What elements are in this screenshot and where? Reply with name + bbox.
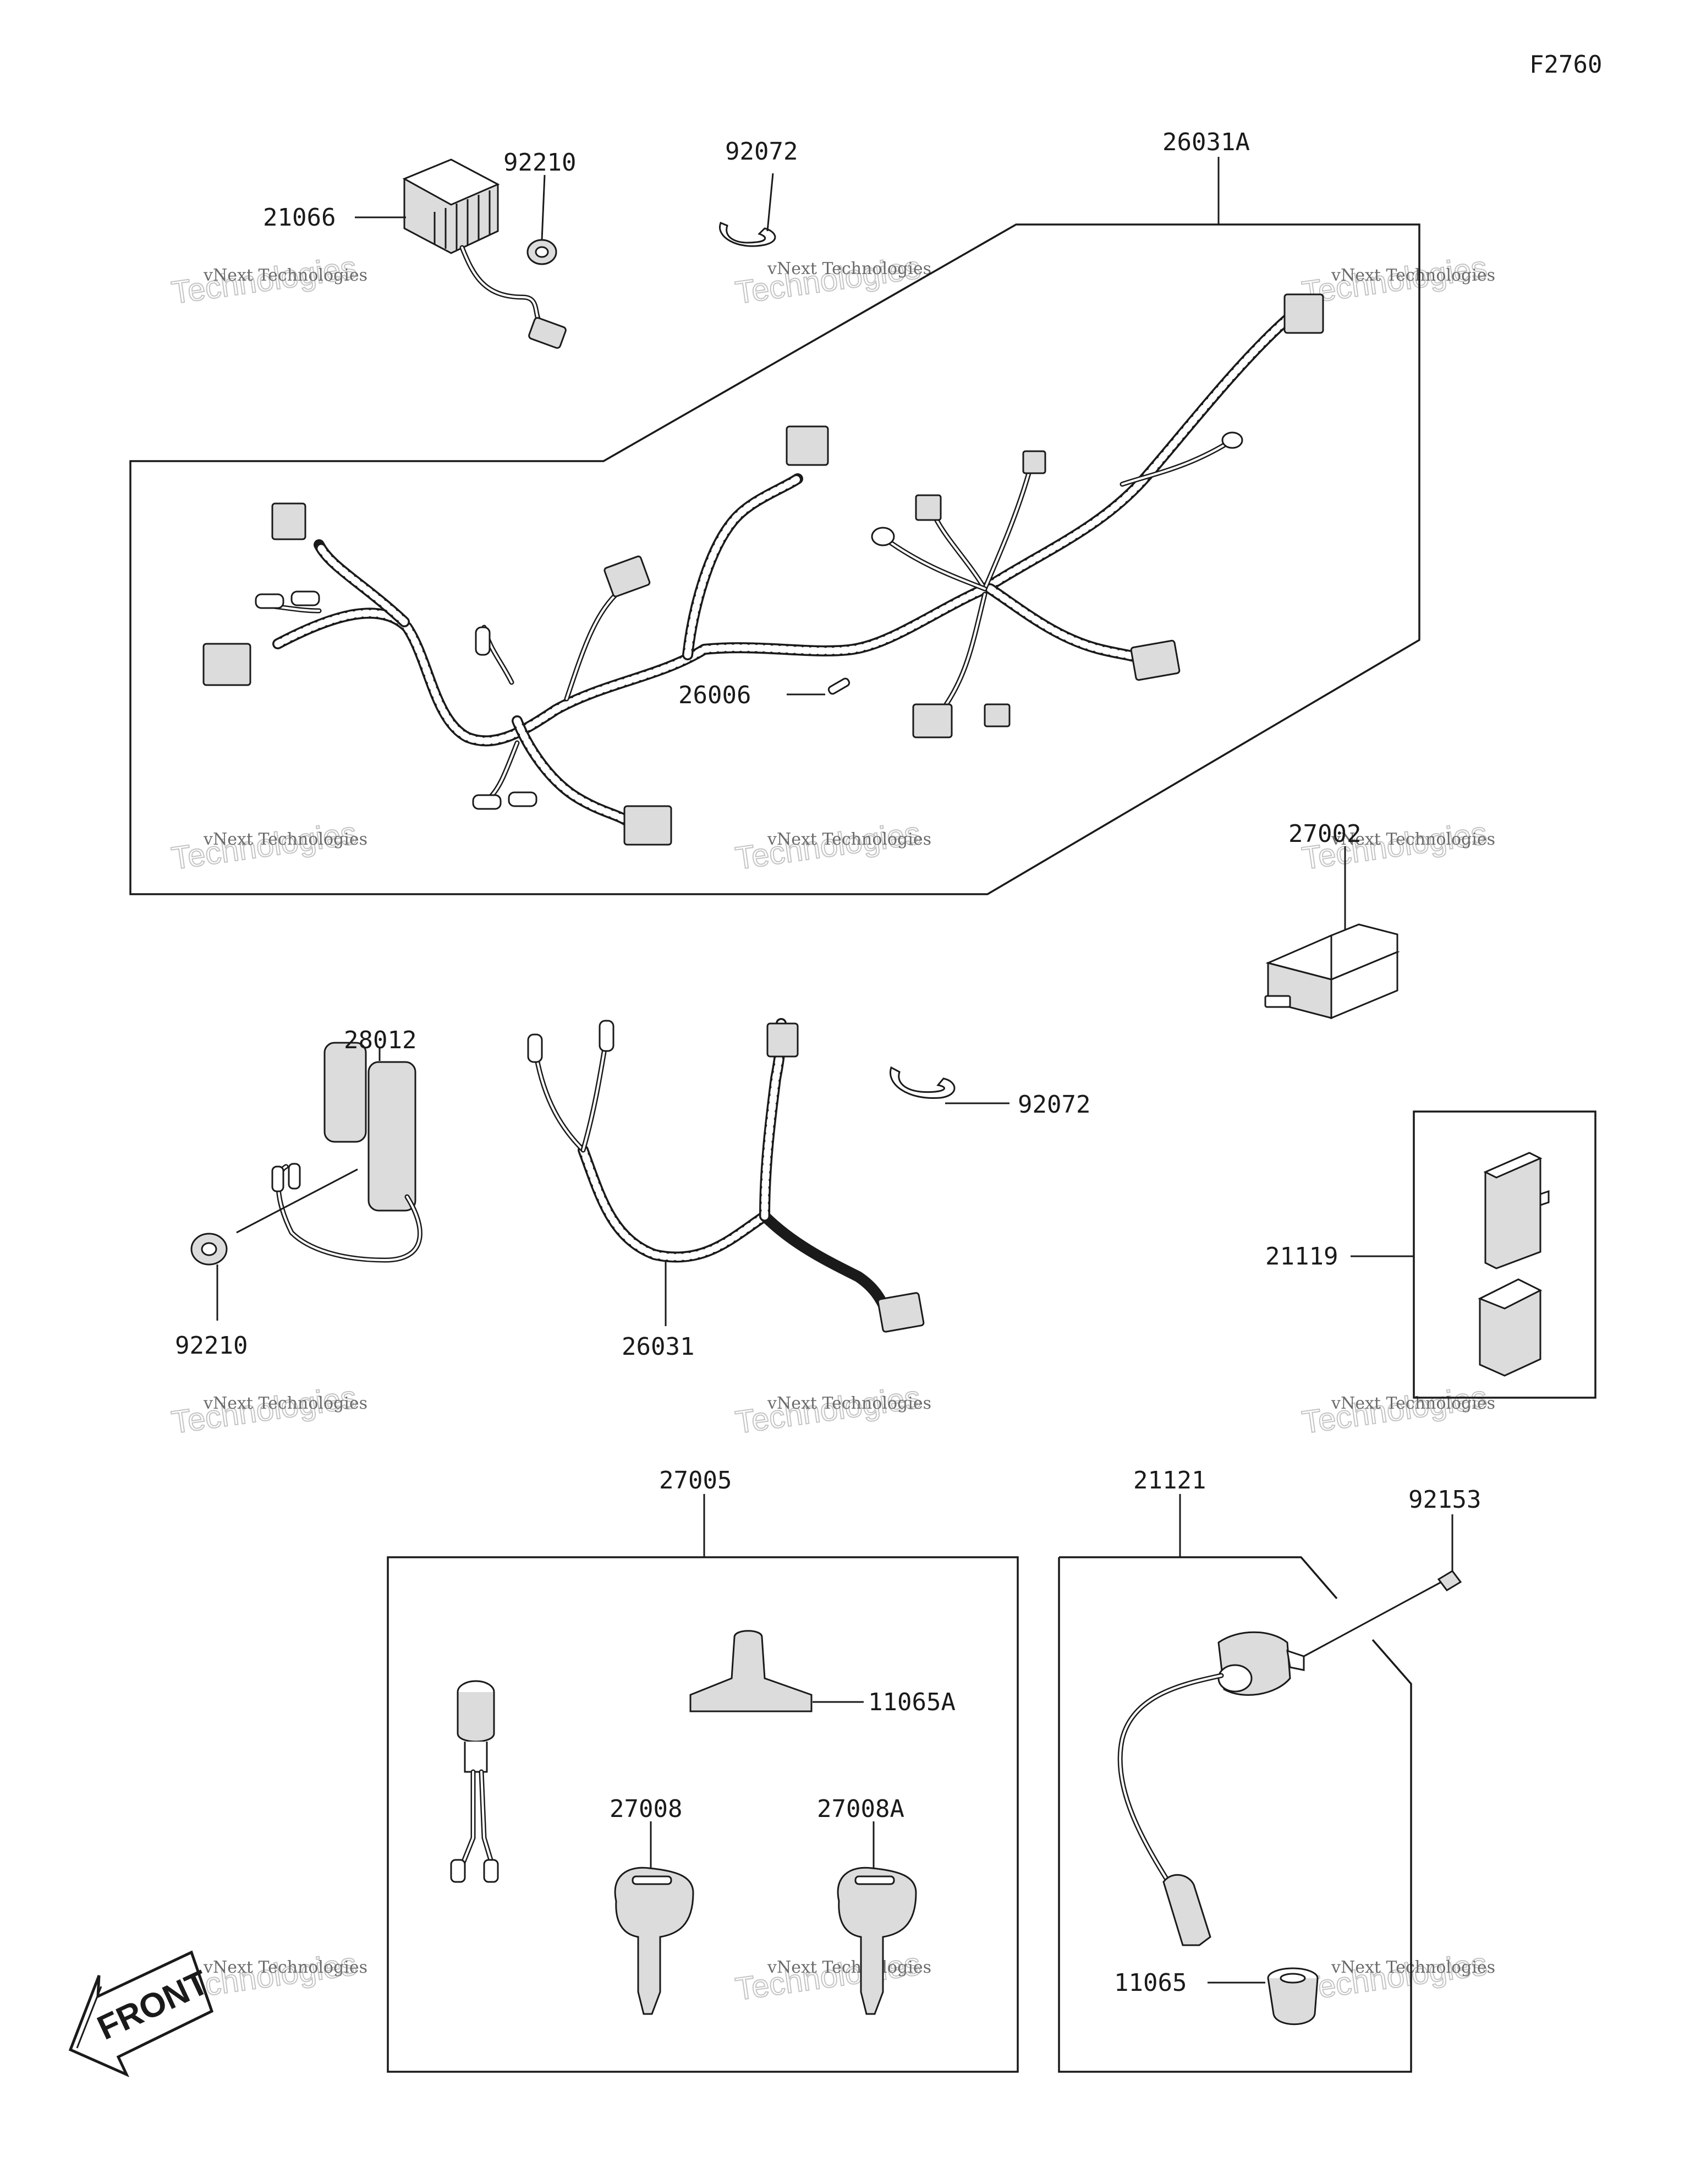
switch-27005[interactable]: [450, 1680, 499, 1883]
cap-11065[interactable]: [1267, 1967, 1319, 2026]
leader-line: [766, 173, 774, 232]
watermark: Technologies vNext Technologies: [1299, 1945, 1495, 2007]
label-21066: 21066: [263, 204, 336, 232]
ignition-coil-21121[interactable]: [1117, 1631, 1305, 1946]
label-27008A: 27008A: [817, 1795, 904, 1823]
label-92210-top: 92210: [503, 149, 576, 177]
label-11065: 11065: [1114, 1969, 1187, 1997]
key-27008[interactable]: [614, 1866, 694, 2015]
watermark: Technologies vNext Technologies: [733, 814, 931, 877]
svg-text:vNext Technologies: vNext Technologies: [767, 1958, 931, 1977]
label-26006: 26006: [678, 681, 751, 709]
svg-text:vNext Technologies: vNext Technologies: [767, 259, 931, 278]
nut-92210-mid[interactable]: [190, 1233, 228, 1266]
label-27008: 27008: [610, 1795, 682, 1823]
watermark: Technologies vNext Technologies: [169, 249, 367, 311]
watermark: Technologies vNext Technologies: [733, 1378, 931, 1441]
label-92210-mid: 92210: [175, 1332, 248, 1360]
nut-92210-top[interactable]: [526, 239, 557, 265]
band-92072-mid[interactable]: [890, 1066, 956, 1099]
label-92072-mid: 92072: [1018, 1091, 1090, 1119]
label-21121: 21121: [1133, 1466, 1206, 1495]
svg-text:vNext Technologies: vNext Technologies: [203, 266, 367, 285]
clamp-26006[interactable]: [827, 677, 851, 695]
label-21119: 21119: [1265, 1242, 1338, 1271]
label-27005: 27005: [659, 1466, 732, 1495]
box-21119: [1413, 1110, 1596, 1399]
svg-text:vNext Technologies: vNext Technologies: [203, 1394, 367, 1413]
grip-heater-28012[interactable]: [271, 1042, 422, 1263]
box-21121: [1059, 1556, 1338, 1600]
svg-text:vNext Technologies: vNext Technologies: [203, 830, 367, 849]
main-harness-26031A[interactable]: [202, 293, 1324, 846]
box-27005: [387, 1556, 1019, 2073]
svg-text:vNext Technologies: vNext Technologies: [1331, 266, 1495, 285]
label-92153: 92153: [1408, 1486, 1481, 1514]
watermark: Technologies vNext Technologies: [1299, 249, 1495, 311]
watermark: Technologies vNext Technologies: [1299, 1378, 1495, 1441]
label-27002: 27002: [1288, 820, 1361, 848]
front-arrow-icon: FRONT: [68, 1950, 215, 2077]
label-26031: 26031: [622, 1333, 694, 1361]
key-27008A[interactable]: [837, 1866, 917, 2015]
unit-21119[interactable]: [1478, 1152, 1550, 1377]
label-26031A: 26031A: [1162, 128, 1250, 156]
svg-text:vNext Technologies: vNext Technologies: [767, 1394, 931, 1413]
label-11065A: 11065A: [868, 1688, 956, 1716]
watermark: Technologies vNext Technologies: [733, 249, 931, 311]
watermark: Technologies vNext Technologies: [733, 1945, 931, 2007]
band-92072-top[interactable]: [719, 222, 776, 247]
leader-line: [236, 1168, 358, 1234]
leader-line: [541, 174, 546, 240]
figure-code: F2760: [1529, 51, 1602, 79]
regulator-21066[interactable]: [402, 158, 567, 349]
svg-text:vNext Technologies: vNext Technologies: [1331, 1958, 1495, 1977]
svg-text:vNext Technologies: vNext Technologies: [203, 1958, 367, 1977]
watermark: Technologies vNext Technologies: [169, 1378, 367, 1441]
box-21121-outline: [1058, 1557, 1412, 2073]
cap-11065A[interactable]: [689, 1630, 813, 1712]
svg-text:vNext Technologies: vNext Technologies: [1331, 830, 1495, 849]
watermark: Technologies vNext Technologies: [169, 814, 367, 877]
relay-27002[interactable]: [1264, 923, 1400, 1020]
harness-box-26031A: [129, 223, 1420, 895]
svg-text:vNext Technologies: vNext Technologies: [767, 830, 931, 849]
screw-92153[interactable]: [1303, 1570, 1462, 1657]
label-28012: 28012: [344, 1026, 416, 1054]
sub-harness-26031[interactable]: [527, 1018, 925, 1333]
label-92072-top: 92072: [725, 138, 798, 166]
